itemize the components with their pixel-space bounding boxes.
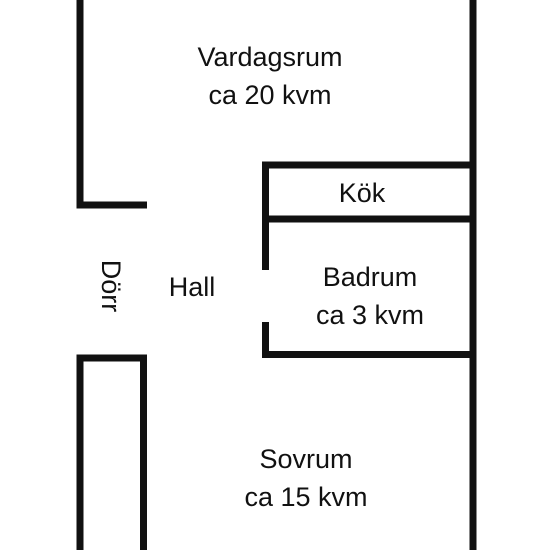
- room-area: ca 20 kvm: [208, 80, 332, 110]
- room-name: Hall: [168, 272, 216, 302]
- room-label-sovrum: Sovrum ca 15 kvm: [186, 440, 426, 516]
- room-label-kok: Kök: [300, 174, 424, 212]
- room-area: ca 15 kvm: [244, 482, 368, 512]
- room-name: Vardagsrum: [197, 42, 343, 72]
- room-area: ca 3 kvm: [315, 300, 425, 330]
- room-name: Badrum: [322, 262, 418, 292]
- room-name: Kök: [338, 178, 386, 208]
- door-label: Dörr: [96, 259, 126, 313]
- room-label-badrum: Badrum ca 3 kvm: [290, 258, 450, 334]
- room-label-hall: Hall: [160, 268, 224, 306]
- room-label-vardagsrum: Vardagsrum ca 20 kvm: [150, 38, 390, 114]
- room-name: Sovrum: [259, 444, 353, 474]
